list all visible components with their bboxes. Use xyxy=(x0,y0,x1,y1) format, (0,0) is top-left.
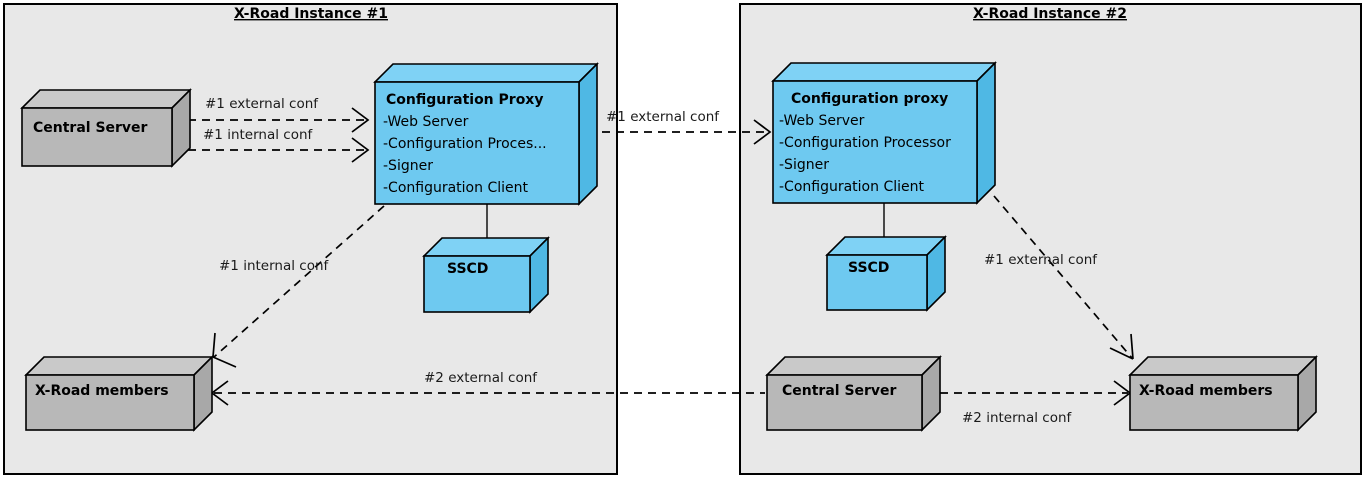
node-title: Central Server xyxy=(33,120,148,136)
node-top-face xyxy=(1128,356,1318,376)
node-title: Central Server xyxy=(782,383,897,399)
arrow-head xyxy=(753,119,772,145)
node-top-face xyxy=(422,237,550,257)
panel-1-title: X-Road Instance #1 xyxy=(234,6,388,22)
arrow-head-b xyxy=(212,356,237,368)
node-top-face xyxy=(771,62,997,82)
node-xroad-members-1[interactable]: X-Road members xyxy=(24,355,214,432)
edge-line xyxy=(993,195,1133,359)
node-side-face xyxy=(976,61,996,205)
edge-label: #2 internal conf xyxy=(962,410,1073,426)
node-component: -Signer xyxy=(779,157,829,173)
node-component: -Configuration Client xyxy=(383,180,528,196)
arrow-head-a xyxy=(212,332,216,358)
node-front-face xyxy=(21,107,173,167)
node-sscd-1[interactable]: SSCD xyxy=(422,236,550,314)
node-component: -Configuration Processor xyxy=(779,135,951,151)
arrow-head-b xyxy=(1109,347,1134,360)
node-title: X-Road members xyxy=(1139,383,1273,399)
arrow-head xyxy=(351,107,370,133)
node-top-face xyxy=(24,356,214,376)
node-component: -Configuration Client xyxy=(779,179,924,195)
node-central-server-2[interactable]: Central Server xyxy=(765,355,942,432)
arrow-head xyxy=(351,137,370,163)
node-side-face xyxy=(578,62,598,206)
node-top-face xyxy=(825,236,947,256)
node-component: -Signer xyxy=(383,158,433,174)
node-front-face xyxy=(826,254,928,311)
edge-label: #1 internal conf xyxy=(203,127,314,143)
node-top-face xyxy=(765,356,942,376)
node-front-face xyxy=(374,81,580,205)
edge-1-external-conf-proxy1-proxy2: #1 external conf xyxy=(588,109,772,145)
node-component: -Web Server xyxy=(779,113,865,129)
edge-label: #1 external conf xyxy=(984,252,1098,268)
edge-1-external-conf-cs1-proxy1: #1 external conf xyxy=(188,96,370,133)
node-front-face xyxy=(1129,374,1299,431)
node-configuration-proxy-2[interactable]: Configuration proxy -Web Server -Configu… xyxy=(771,61,997,205)
node-front-face xyxy=(423,255,531,313)
node-central-server-1[interactable]: Central Server xyxy=(20,88,192,168)
edge-line xyxy=(213,205,385,358)
node-sscd-2[interactable]: SSCD xyxy=(825,235,947,312)
edge-label: #1 external conf xyxy=(606,109,720,125)
node-title: SSCD xyxy=(848,260,889,276)
node-title: Configuration proxy xyxy=(791,91,948,107)
node-title: SSCD xyxy=(447,261,488,277)
node-front-face xyxy=(772,80,978,204)
panel-2-title: X-Road Instance #2 xyxy=(973,6,1127,22)
node-top-face xyxy=(373,63,599,83)
node-front-face xyxy=(25,374,195,431)
node-component: -Web Server xyxy=(383,114,469,130)
node-title: Configuration Proxy xyxy=(386,92,543,108)
node-xroad-members-2[interactable]: X-Road members xyxy=(1128,355,1318,432)
node-configuration-proxy-1[interactable]: Configuration Proxy -Web Server -Configu… xyxy=(373,62,599,206)
node-title: X-Road members xyxy=(35,383,169,399)
edge-label: #2 external conf xyxy=(424,370,538,386)
edge-1-internal-conf-cs1-proxy1: #1 internal conf xyxy=(188,127,370,163)
node-component: -Configuration Proces... xyxy=(383,136,547,152)
edge-label: #1 internal conf xyxy=(219,258,330,274)
node-front-face xyxy=(766,374,923,431)
node-top-face xyxy=(20,89,192,109)
edge-1-internal-conf-proxy1-members1: #1 internal conf xyxy=(212,205,385,368)
edge-1-external-conf-proxy2-members2: #1 external conf xyxy=(984,195,1134,360)
edge-label: #1 external conf xyxy=(205,96,319,112)
arrow-head-a xyxy=(1130,333,1134,360)
